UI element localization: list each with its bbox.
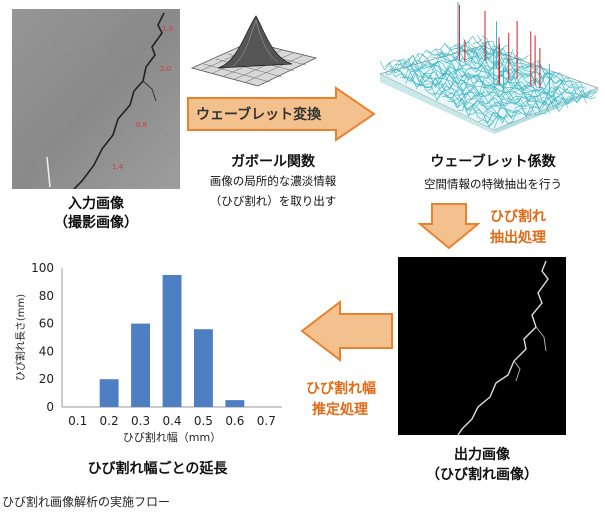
annotation-1: 1.0 bbox=[162, 25, 173, 33]
output-title: 出力画像 bbox=[454, 447, 510, 463]
chart-y-tick-label: 0 bbox=[46, 400, 54, 414]
output-background bbox=[398, 257, 566, 435]
wavelet-mesh-line bbox=[481, 35, 597, 100]
extracted-crack-branch bbox=[513, 360, 521, 382]
wavelet-mesh-line bbox=[493, 91, 597, 129]
wavelet-desc: 空間情報の特徴抽出を行う bbox=[424, 177, 562, 191]
annotation-2: 2.0 bbox=[160, 65, 171, 73]
extracted-crack-branch bbox=[535, 326, 547, 352]
concrete-shade bbox=[12, 9, 180, 189]
figure-caption: ひび割れ画像解析の実施フロー bbox=[2, 495, 171, 509]
wavelet-svg bbox=[379, 0, 599, 134]
wavelet-transform-arrow bbox=[186, 86, 376, 142]
wavelet-mesh-line bbox=[447, 71, 550, 103]
chart-y-tick-label: 60 bbox=[39, 317, 54, 331]
input-photo-svg: 1.0 2.0 0.8 1.4 bbox=[12, 9, 180, 189]
wavelet-mesh-line bbox=[442, 65, 545, 100]
wavelet-mesh-line bbox=[407, 55, 522, 118]
wavelet-mesh-line bbox=[454, 43, 569, 108]
chart-x-tick-label: 0.7 bbox=[257, 414, 276, 428]
crack-extraction-line1: ひび割れ bbox=[490, 209, 546, 225]
chart-svg: 0 20 40 60 80 100 0.1 0.2 0.3 0.4 0.5 0.6 0.7 ひび割れ長… bbox=[14, 261, 282, 444]
annotation-4: 1.4 bbox=[112, 163, 124, 171]
chart-bars bbox=[99, 275, 245, 407]
chart-bar bbox=[99, 379, 119, 407]
width-estimation-arrow bbox=[300, 299, 394, 363]
output-subtitle: （ひび割れ画像） bbox=[426, 467, 538, 483]
wavelet-mesh-line bbox=[395, 43, 498, 80]
chart-x-tick-label: 0.3 bbox=[131, 414, 150, 428]
chart-x-axis-label: ひび割れ幅（mm） bbox=[123, 430, 221, 444]
input-subtitle: （撮影画像） bbox=[54, 215, 138, 231]
chart-x-tick-label: 0.4 bbox=[162, 414, 181, 428]
wavelet-mesh-line bbox=[488, 89, 592, 126]
gabor-title: ガボール関数 bbox=[231, 154, 315, 170]
gabor-desc-line2: （ひび割れ）を取り出す bbox=[209, 194, 337, 208]
chart-x-tick-label: 0.5 bbox=[194, 414, 213, 428]
crack-extraction-line2: 抽出処理 bbox=[490, 230, 546, 246]
width-estimation-line2: 推定処理 bbox=[312, 402, 368, 418]
crack-branch bbox=[142, 80, 157, 102]
chalk-mark bbox=[46, 156, 51, 188]
chart-x-tick-label: 0.1 bbox=[68, 414, 87, 428]
chart-x-ticks: 0.1 0.2 0.3 0.4 0.5 0.6 0.7 bbox=[68, 414, 276, 428]
wavelet-mesh-line bbox=[467, 77, 571, 117]
wavelet-transform-label: ウェーブレット変換 bbox=[196, 107, 322, 123]
chart-y-tick-label: 20 bbox=[39, 372, 54, 386]
wavelet-title: ウェーブレット係数 bbox=[430, 154, 556, 170]
wavelet-mesh-line bbox=[457, 71, 560, 111]
chart-caption: ひび割れ幅ごとの延長 bbox=[87, 461, 228, 477]
wavelet-mesh-line bbox=[405, 44, 509, 84]
gabor-svg bbox=[190, 15, 318, 87]
input-title: 入力画像 bbox=[68, 196, 124, 212]
wavelet-mesh-line bbox=[421, 54, 536, 109]
wavelet-spikes bbox=[457, 0, 550, 92]
chart-bar bbox=[225, 400, 245, 407]
wavelet-mesh-line bbox=[444, 44, 560, 112]
wavelet-mesh-line bbox=[473, 83, 576, 114]
arrow-shape bbox=[187, 86, 376, 142]
wavelet-mesh-line bbox=[402, 58, 518, 113]
chart-bar bbox=[194, 329, 213, 407]
extract-arrow-svg bbox=[417, 203, 481, 250]
chart-x-tick-label: 0.6 bbox=[225, 414, 244, 428]
chart-y-tick-label: 40 bbox=[39, 344, 54, 358]
wavelet-arrow-svg bbox=[187, 86, 376, 142]
crack-extraction-arrow bbox=[417, 202, 481, 250]
concrete-surface bbox=[12, 9, 180, 189]
wavelet-mesh-line bbox=[458, 46, 574, 105]
gabor-peak-mesh bbox=[232, 19, 279, 67]
estimate-arrow-svg bbox=[300, 299, 393, 363]
chart-bar bbox=[162, 275, 182, 407]
wavelet-mesh-line bbox=[478, 83, 581, 123]
input-photo: 1.0 2.0 0.8 1.4 bbox=[12, 9, 180, 189]
arrow-shape bbox=[417, 203, 481, 250]
chart-y-tick-label: 80 bbox=[39, 289, 54, 303]
wavelet-base-plane bbox=[379, 45, 599, 131]
chart-y-tick-label: 100 bbox=[31, 261, 54, 275]
gabor-function-plot bbox=[188, 10, 320, 88]
crack-line bbox=[73, 12, 165, 189]
wavelet-coefficient-plot bbox=[378, 0, 600, 134]
chart-x-tick-label: 0.2 bbox=[100, 414, 119, 428]
gabor-peak bbox=[217, 15, 293, 69]
wavelet-mesh-line bbox=[398, 60, 513, 120]
wavelet-mesh-line bbox=[467, 44, 583, 104]
chart-bar bbox=[131, 323, 150, 407]
wavelet-mesh bbox=[379, 34, 597, 129]
wavelet-mesh-line bbox=[430, 52, 546, 113]
wavelet-side-front bbox=[380, 74, 494, 134]
arrow-shape bbox=[300, 299, 393, 363]
chart-y-ticks: 0 20 40 60 80 100 bbox=[31, 261, 54, 414]
annotation-3: 0.8 bbox=[136, 121, 147, 129]
gabor-desc-line1: 画像の局所的な濃淡情報 bbox=[209, 174, 337, 188]
width-estimation-line1: ひび割れ幅 bbox=[306, 381, 376, 397]
extracted-crack-line bbox=[457, 260, 549, 435]
crack-width-bar-chart: 0 20 40 60 80 100 0.1 0.2 0.3 0.4 0.5 0.6 0.7 ひび割れ長… bbox=[10, 255, 295, 450]
chart-y-axis-label: ひび割れ長さ(mm) bbox=[14, 294, 27, 381]
output-crack-svg bbox=[398, 257, 566, 435]
output-crack-image bbox=[398, 257, 566, 435]
wavelet-mesh-line bbox=[449, 45, 564, 106]
wavelet-mesh-line bbox=[416, 52, 519, 89]
